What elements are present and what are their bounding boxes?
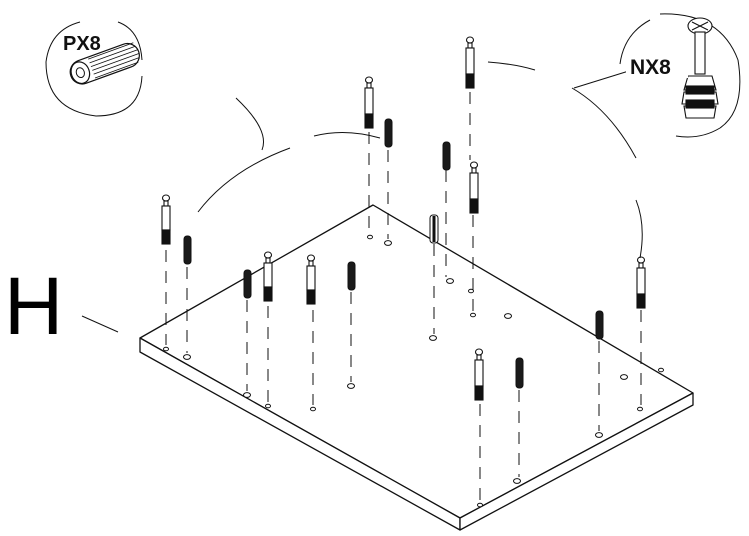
dowels — [183, 118, 604, 389]
cam-screws — [161, 36, 646, 401]
dowel-8 — [595, 310, 604, 340]
panel-side-edge — [459, 392, 694, 531]
callout-arcs — [81, 61, 643, 333]
cam-screw-5 — [263, 251, 273, 302]
dowel-7 — [515, 357, 524, 389]
dowel-2 — [243, 269, 252, 299]
cam-screw-8 — [636, 256, 646, 309]
guide-lines — [165, 92, 642, 501]
dowel-5 — [442, 141, 451, 171]
dowel-code-label: PX8 — [63, 33, 101, 55]
dowel-icon — [69, 42, 140, 85]
cam-screw-icon — [681, 17, 719, 119]
cam-screw-1 — [161, 194, 171, 245]
panel-top-face — [139, 204, 694, 519]
dowel-4 — [384, 118, 393, 148]
panel-holes — [163, 234, 664, 508]
cam-screw-7 — [474, 348, 484, 401]
cam-screw-callout: NX8 — [619, 13, 741, 138]
cam-screw-4 — [469, 161, 479, 214]
panel-board — [139, 204, 694, 531]
cam-screw-3 — [465, 36, 475, 89]
dowel-3 — [347, 261, 356, 291]
dowel-callout: PX8 — [45, 21, 143, 117]
cam-screw-6 — [306, 254, 316, 305]
panel-letter-label: H — [4, 261, 63, 352]
dowel-1 — [183, 235, 192, 265]
cam-screw-code-label: NX8 — [630, 56, 671, 79]
cam-screw-2 — [364, 76, 374, 129]
